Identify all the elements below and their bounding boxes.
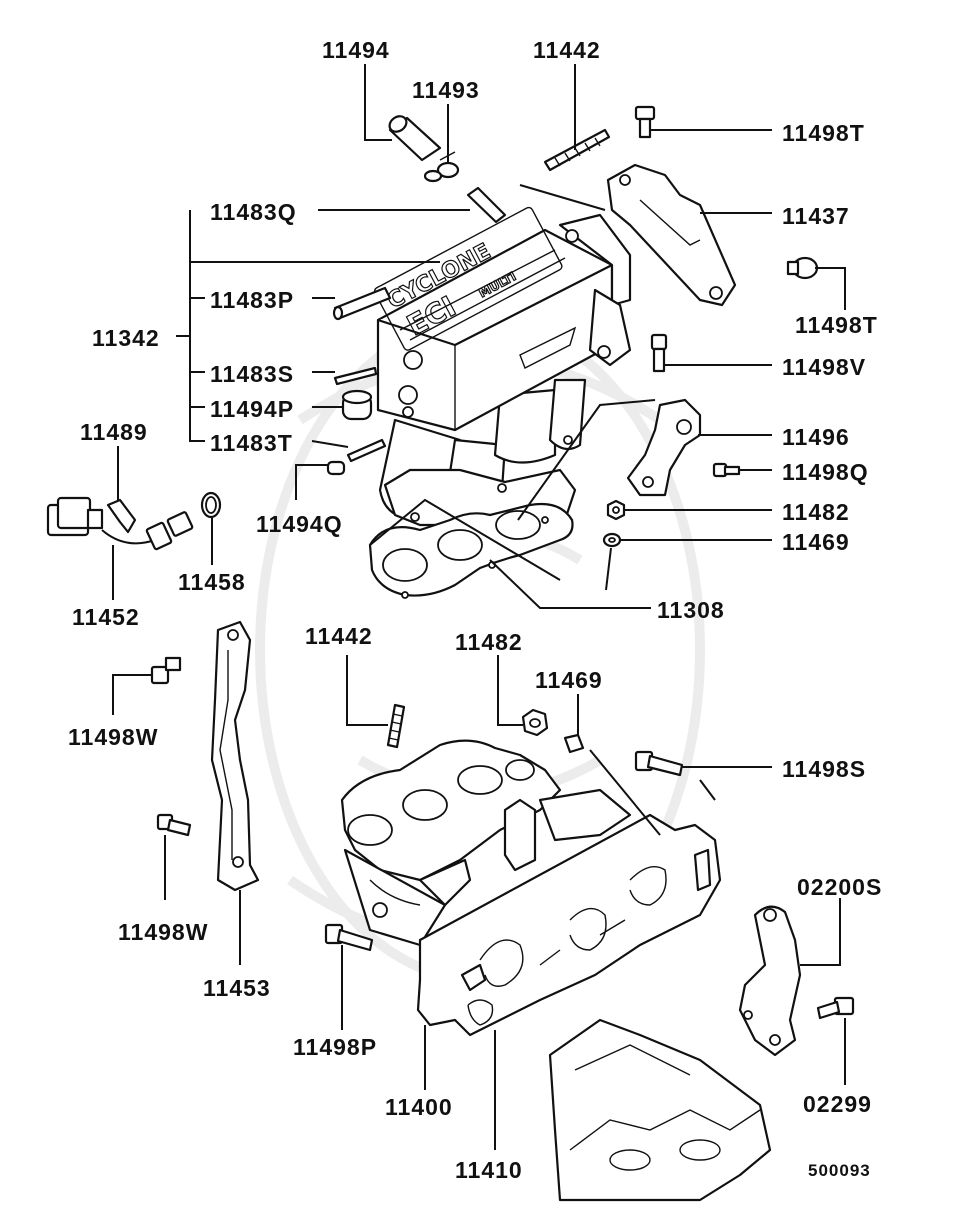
- label-11496: 11496: [782, 424, 850, 450]
- sensor-11452: [46, 496, 194, 551]
- label-11342: 11342: [92, 325, 160, 351]
- stud-11442-top: [543, 128, 611, 172]
- bracket-02200S: [738, 905, 802, 1057]
- label-11442-top: 11442: [533, 37, 601, 63]
- label-11498Q: 11498Q: [782, 459, 869, 485]
- exhaust-gasket-11410: [416, 813, 722, 1037]
- nut-11482-top: [606, 499, 626, 521]
- label-11498P: 11498P: [293, 1034, 377, 1060]
- clip-11489: [106, 498, 137, 534]
- hose-11483S: [333, 366, 378, 386]
- label-11498W-b: 11498W: [118, 919, 208, 945]
- hose-11494: [388, 115, 442, 162]
- hose-11483T: [346, 438, 387, 463]
- gasket-11308: [368, 502, 574, 599]
- label-11469-mid: 11469: [535, 667, 603, 693]
- label-11483S: 11483S: [210, 361, 294, 387]
- label-11483P: 11483P: [210, 287, 294, 313]
- label-11452: 11452: [72, 604, 140, 630]
- o-ring-11458: [200, 491, 222, 519]
- bracket-11437: [606, 163, 737, 307]
- bolt-11498Q: [712, 462, 741, 478]
- leader-lines: [112, 64, 846, 1150]
- label-11458: 11458: [178, 569, 246, 595]
- intake-manifold-11400: [340, 739, 632, 947]
- stud-11442-mid: [386, 703, 406, 749]
- label-11453: 11453: [203, 975, 271, 1001]
- label-11483Q: 11483Q: [210, 199, 297, 225]
- label-11469-top: 11469: [782, 529, 850, 555]
- washer-11469-mid: [563, 733, 585, 754]
- washer-11469-top: [602, 532, 622, 548]
- label-11498S: 11498S: [782, 756, 866, 782]
- bolt-11498T-b: [786, 256, 819, 280]
- hose-11483P: [332, 286, 392, 321]
- bolt-11498V: [650, 333, 668, 373]
- label-11442-mid: 11442: [305, 623, 373, 649]
- label-11437: 11437: [782, 203, 850, 229]
- hose-11483Q: [466, 186, 507, 224]
- label-11498T-b: 11498T: [795, 312, 878, 338]
- label-11482-mid: 11482: [455, 629, 523, 655]
- reference-code: 500093: [808, 1161, 871, 1180]
- label-11494-top: 11494: [322, 37, 390, 63]
- label-11498W-a: 11498W: [68, 724, 158, 750]
- heat-shield-11453: [210, 620, 260, 892]
- bracket-11496: [626, 398, 702, 497]
- label-11489: 11489: [80, 419, 148, 445]
- label-11483T: 11483T: [210, 430, 293, 456]
- label-02200S: 02200S: [797, 874, 882, 900]
- bolt-11498W-b: [156, 813, 192, 837]
- bolt-11498S: [634, 750, 684, 777]
- label-11308: 11308: [657, 597, 725, 623]
- nut-11482-mid: [521, 708, 549, 737]
- bolt-11498P: [324, 923, 374, 952]
- label-02299: 02299: [803, 1091, 872, 1117]
- cylinder-head-fragment: [548, 1018, 772, 1202]
- label-11493: 11493: [412, 77, 480, 103]
- part-number-labels: 11494 11493 11442 11498T 11437 11498T 11…: [68, 37, 882, 1183]
- air-intake-plenum-11342: CYCLONE ECI MULTI: [373, 206, 632, 532]
- label-11498T-a: 11498T: [782, 120, 865, 146]
- label-11498V: 11498V: [782, 354, 866, 380]
- cap-11494Q: [326, 460, 346, 476]
- label-11494Q: 11494Q: [256, 511, 343, 537]
- bolt-02299: [816, 996, 855, 1020]
- label-11494P: 11494P: [210, 396, 294, 422]
- label-11400: 11400: [385, 1094, 453, 1120]
- cap-11494P: [341, 389, 373, 421]
- label-11482-top: 11482: [782, 499, 850, 525]
- bolt-11498T-a: [634, 105, 656, 139]
- clamp-11493: [423, 151, 460, 183]
- bolt-11498W-a: [150, 656, 182, 685]
- label-11410: 11410: [455, 1157, 523, 1183]
